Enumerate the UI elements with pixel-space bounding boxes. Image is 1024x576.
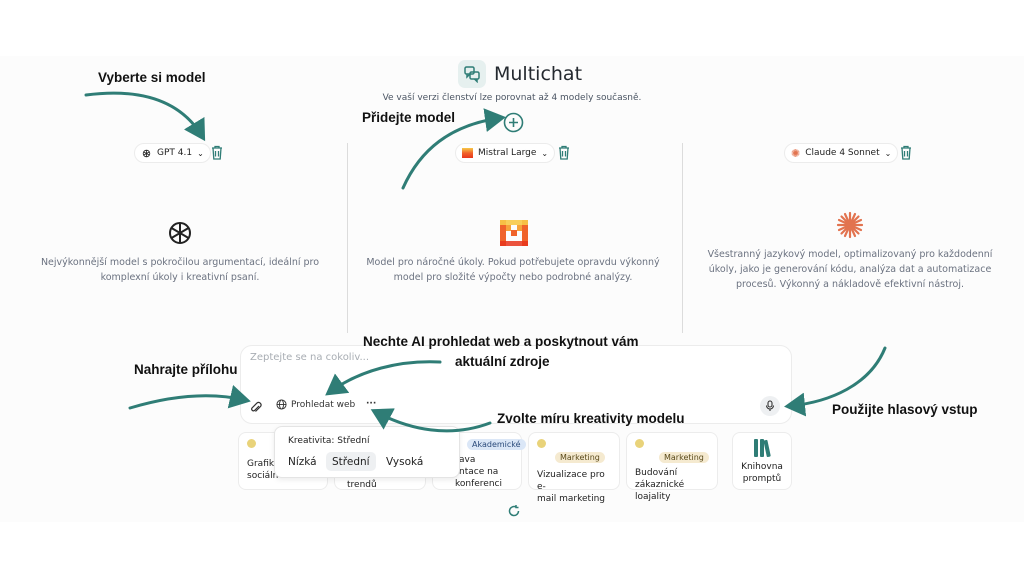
openai-logo-icon	[165, 218, 195, 248]
annotation-add-model: Přidejte model	[362, 110, 456, 125]
globe-icon	[276, 399, 287, 410]
openai-logo-icon	[142, 149, 151, 157]
card-text: Vizualizace pro e-	[537, 470, 605, 492]
creativity-label: Kreativita: Střední	[288, 436, 370, 446]
attach-button[interactable]	[250, 399, 262, 418]
app-header: Multichat	[458, 60, 582, 88]
card-text: konferenci	[455, 479, 502, 489]
creativity-option-high[interactable]: Vysoká	[386, 455, 424, 468]
chevron-down-icon: ⌄	[884, 148, 892, 158]
paperclip-icon	[251, 401, 262, 412]
mistral-logo-icon	[500, 220, 528, 246]
microphone-icon	[765, 400, 775, 411]
voice-input-button[interactable]	[760, 396, 780, 416]
web-search-button[interactable]: Prohledat web	[276, 399, 355, 410]
prompt-card[interactable]: Marketing Budování zákaznické loajality	[626, 432, 718, 502]
model-description: Nejvýkonnější model s pokročilou argumen…	[40, 257, 320, 283]
category-tag: Marketing	[555, 452, 605, 463]
books-icon	[754, 439, 771, 458]
card-text: Budování	[635, 468, 678, 478]
chat-bubbles-icon	[458, 60, 486, 88]
plus-circle-icon	[503, 112, 524, 133]
model-name: Mistral Large	[478, 148, 537, 158]
card-text: ntace na	[459, 467, 499, 477]
card-text: zákaznické	[635, 480, 685, 490]
card-text: trendů	[347, 480, 377, 490]
model-name: GPT 4.1	[157, 148, 193, 158]
remove-model-button[interactable]	[210, 145, 226, 161]
claude-logo-icon	[835, 210, 865, 240]
model-selector-gpt[interactable]: GPT 4.1 ⌄	[134, 143, 211, 163]
model-description: Všestranný jazykový model, optimalizovan…	[707, 249, 993, 290]
model-selector-claude[interactable]: ✺ Claude 4 Sonnet ⌄	[784, 143, 899, 163]
claude-logo-icon: ✺	[791, 146, 801, 160]
annotation-web-search-2: aktuální zdroje	[455, 354, 550, 369]
card-text: loajality	[635, 492, 671, 502]
category-tag: Marketing	[659, 452, 709, 463]
card-text: sociáln	[247, 471, 279, 481]
model-description: Model pro náročné úkoly. Pokud potřebuje…	[366, 257, 660, 283]
card-text: promptů	[742, 474, 782, 484]
page-title: Multichat	[494, 63, 583, 85]
trash-icon	[212, 145, 222, 160]
add-model-button[interactable]	[503, 112, 524, 133]
page-subtitle: Ve vaší verzi členství lze porovnat až 4…	[382, 93, 642, 103]
remove-model-button[interactable]	[557, 145, 573, 161]
creativity-option-medium[interactable]: Střední	[326, 452, 376, 471]
refresh-icon	[508, 505, 520, 517]
annotation-choose-model: Vyberte si model	[98, 70, 206, 85]
annotation-voice: Použijte hlasový vstup	[832, 402, 978, 417]
model-name: Claude 4 Sonnet	[805, 148, 880, 158]
mistral-logo-icon	[462, 148, 473, 158]
trash-icon	[559, 145, 569, 160]
annotation-attachment: Nahrajte přílohu	[134, 362, 238, 377]
annotation-creativity: Zvolte míru kreativity modelu	[497, 411, 685, 426]
refresh-button[interactable]	[507, 503, 521, 522]
more-options-button[interactable]: ···	[366, 399, 376, 409]
web-search-label: Prohledat web	[291, 399, 356, 410]
creativity-option-low[interactable]: Nízká	[288, 455, 317, 468]
ellipsis-icon: ···	[366, 399, 377, 409]
remove-model-button[interactable]	[899, 145, 915, 161]
model-selector-mistral[interactable]: Mistral Large ⌄	[455, 143, 556, 163]
column-divider	[682, 143, 683, 333]
card-text: Knihovna	[741, 462, 783, 472]
category-tag: Akademické	[467, 439, 526, 450]
prompt-card[interactable]: Marketing Vizualizace pro e- mail market…	[528, 432, 620, 504]
prompt-library-card[interactable]: Knihovna promptů	[732, 432, 792, 490]
prompt-input[interactable]: Zeptejte se na cokoliv...	[250, 352, 370, 363]
chevron-down-icon: ⌄	[541, 148, 549, 158]
card-text: ava	[459, 455, 476, 465]
trash-icon	[901, 145, 911, 160]
category-dot	[537, 439, 546, 448]
card-text: mail marketing	[537, 494, 606, 504]
annotation-web-search: Nechte AI prohledat web a poskytnout vám	[363, 334, 639, 349]
chevron-down-icon: ⌄	[197, 148, 204, 158]
column-divider	[347, 143, 348, 333]
category-dot	[635, 439, 644, 448]
category-dot	[247, 439, 256, 448]
card-text: Grafik	[247, 459, 275, 469]
